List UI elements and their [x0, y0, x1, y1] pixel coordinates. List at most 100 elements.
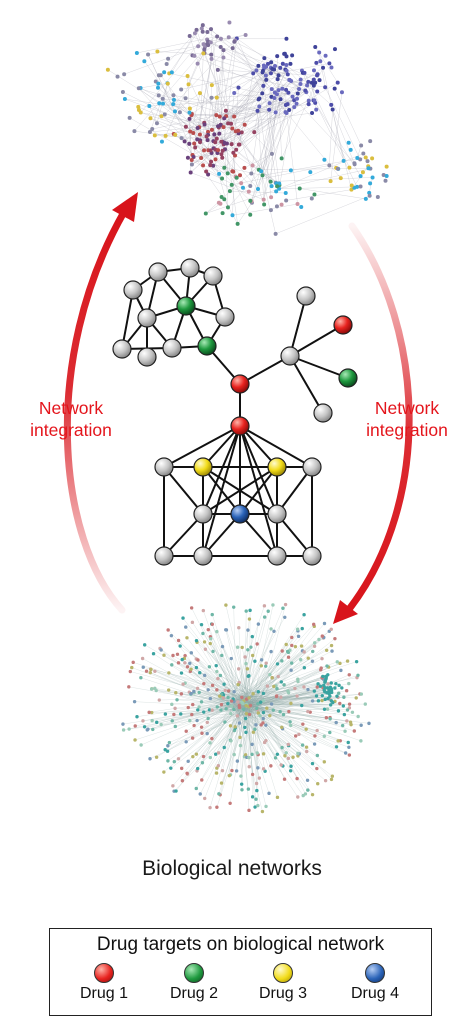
network-node [256, 804, 259, 807]
network-node [312, 68, 316, 72]
network-node [385, 174, 389, 178]
network-node [325, 716, 328, 719]
network-node [237, 667, 240, 670]
gray-node [281, 347, 299, 365]
network-node [226, 121, 230, 125]
network-node [359, 724, 362, 727]
network-node [355, 660, 358, 663]
network-node [228, 189, 232, 193]
network-node [240, 788, 243, 791]
network-node [247, 809, 250, 812]
network-node [256, 187, 260, 191]
network-node [159, 648, 162, 651]
network-node [245, 609, 248, 612]
network-node [203, 674, 206, 677]
network-node [256, 766, 259, 769]
network-node [181, 658, 184, 661]
network-node [240, 696, 243, 699]
network-node [279, 763, 282, 766]
network-node [315, 694, 318, 697]
network-node [147, 104, 151, 108]
network-edge [182, 138, 225, 199]
network-node [230, 183, 234, 187]
network-node [277, 675, 280, 678]
network-node [224, 707, 227, 710]
network-node [208, 806, 211, 809]
network-node [236, 129, 240, 133]
network-node [123, 97, 127, 101]
yellow-node [194, 458, 212, 476]
gray-node [268, 505, 286, 523]
network-node [215, 96, 219, 100]
network-node [209, 160, 213, 164]
network-edge [293, 97, 355, 164]
network-node [184, 125, 188, 129]
legend-title: Drug targets on biological network [50, 934, 431, 956]
network-node [200, 623, 203, 626]
network-node [167, 688, 170, 691]
network-node [282, 683, 285, 686]
network-node [314, 61, 318, 65]
network-node [261, 810, 264, 813]
network-edge [172, 33, 195, 72]
network-node [230, 704, 233, 707]
network-node [188, 719, 191, 722]
network-node [253, 728, 256, 731]
network-node [323, 689, 326, 692]
network-node [310, 197, 314, 201]
network-node [333, 637, 336, 640]
network-node [211, 684, 214, 687]
network-node [236, 700, 239, 703]
bottom-network-graph [121, 603, 370, 813]
network-node [249, 645, 252, 648]
label-line: integration [352, 419, 462, 441]
network-node [229, 739, 232, 742]
network-node [158, 698, 161, 701]
network-node [285, 751, 288, 754]
network-node [325, 664, 328, 667]
network-node [216, 148, 220, 152]
network-node [247, 787, 250, 790]
network-node [359, 174, 363, 178]
network-node [190, 606, 193, 609]
network-node [337, 692, 340, 695]
network-node [237, 626, 240, 629]
network-node [214, 753, 217, 756]
gray-node [216, 308, 234, 326]
network-node [187, 82, 191, 86]
network-node [231, 46, 235, 50]
network-node [286, 72, 290, 76]
network-node [251, 71, 255, 75]
network-node [276, 796, 279, 799]
network-node [313, 689, 316, 692]
network-node [268, 673, 271, 676]
network-node [315, 729, 318, 732]
network-node [275, 54, 279, 58]
network-node [168, 741, 171, 744]
network-node [335, 694, 338, 697]
network-node [208, 665, 211, 668]
network-node [254, 723, 257, 726]
gray-node [138, 348, 156, 366]
network-node [328, 731, 331, 734]
network-node [265, 706, 268, 709]
network-node [262, 752, 265, 755]
network-node [262, 711, 265, 714]
network-edge [169, 73, 262, 93]
network-node [213, 140, 217, 144]
network-node [263, 615, 266, 618]
network-node [215, 34, 219, 38]
network-node [348, 702, 351, 705]
network-node [316, 782, 319, 785]
network-node [184, 625, 187, 628]
network-node [132, 129, 136, 133]
network-node [215, 688, 218, 691]
network-node [342, 704, 345, 707]
network-node [203, 123, 207, 127]
network-node [209, 637, 212, 640]
green-node [198, 337, 216, 355]
network-node [218, 115, 222, 119]
network-node [323, 735, 326, 738]
network-node [279, 97, 283, 101]
network-node [289, 702, 292, 705]
